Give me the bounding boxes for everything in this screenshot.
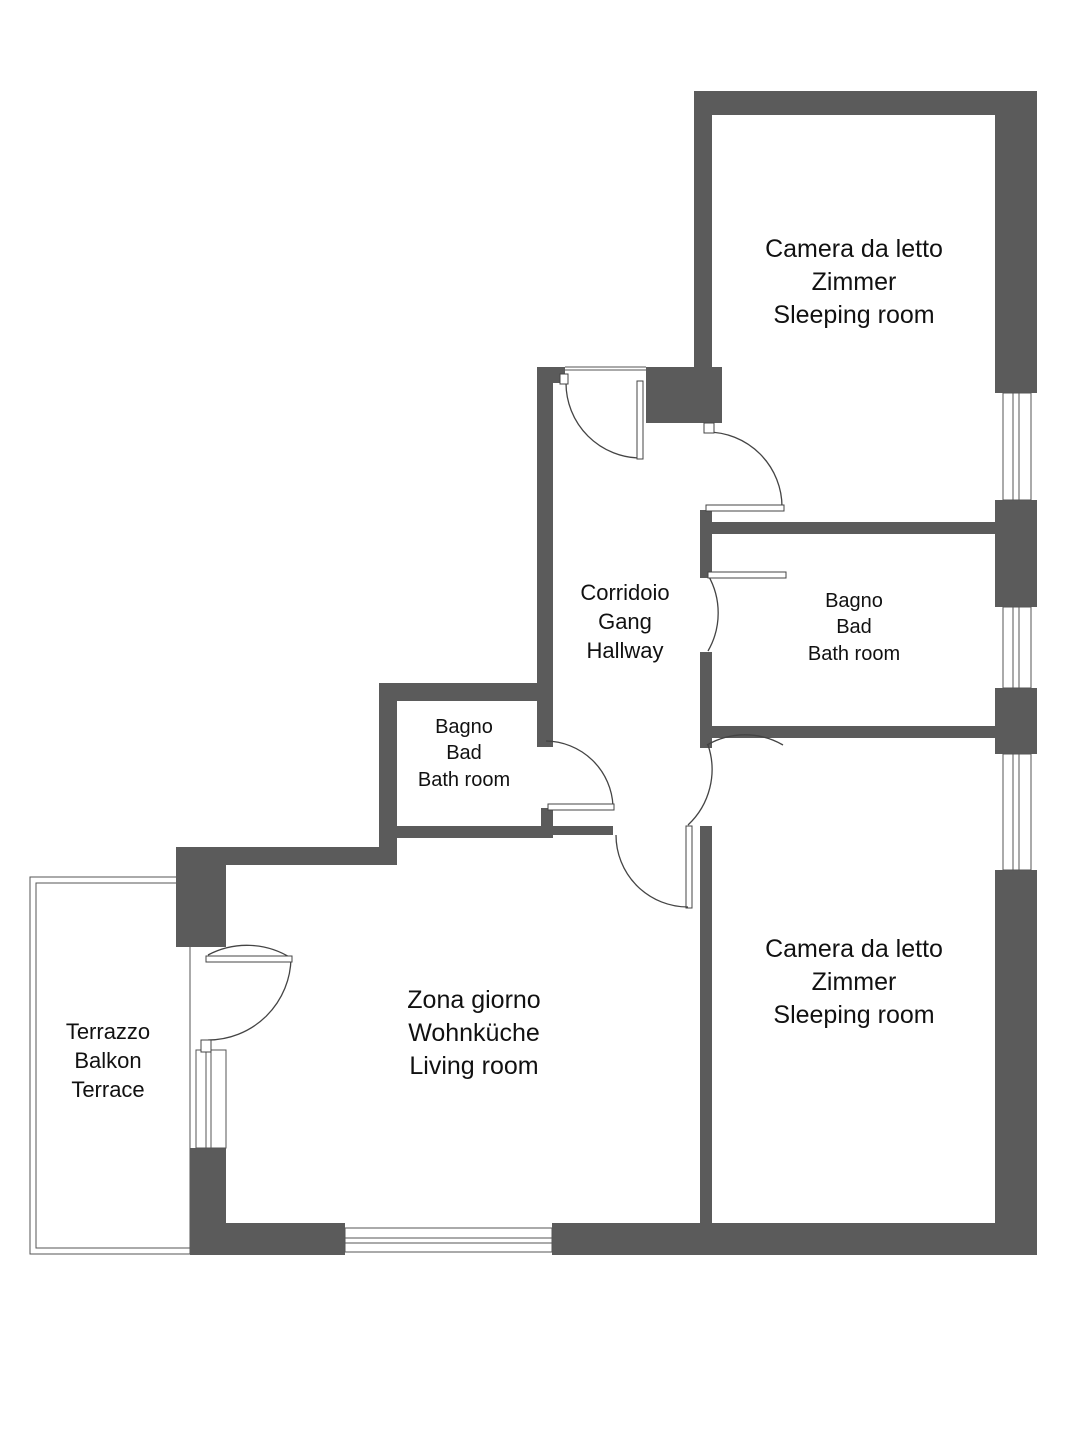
terrace-outline	[29, 876, 191, 1255]
room-name-german: Balkon	[74, 1048, 142, 1074]
room-name-english: Sleeping room	[773, 1001, 935, 1029]
room-name-italian: Zona giorno	[407, 986, 541, 1014]
room-name-italian: Camera da letto	[765, 935, 943, 963]
room-label-hallway: Corridoio Gang Hallway	[555, 578, 695, 665]
room-name-english: Hallway	[586, 638, 664, 664]
doors	[200, 373, 787, 1053]
room-name-german: Wohnküche	[408, 1019, 540, 1047]
room-name-italian: Corridoio	[580, 580, 670, 605]
room-name-italian: Terrazzo	[65, 1019, 151, 1044]
room-name-italian: Bagno	[435, 716, 493, 738]
room-name-german: Bad	[446, 742, 482, 765]
room-name-english: Bath room	[807, 642, 901, 665]
room-label-living: Zona giorno Wohnküche Living room	[374, 984, 574, 1083]
room-name-german: Gang	[598, 609, 652, 635]
room-name-german: Zimmer	[811, 268, 897, 296]
room-name-italian: Camera da letto	[765, 235, 943, 263]
room-name-german: Bad	[836, 616, 872, 639]
room-label-bath-left: Bagno Bad Bath room	[398, 714, 530, 793]
room-label-bath-right: Bagno Bad Bath room	[774, 588, 934, 667]
room-name-english: Terrace	[71, 1077, 145, 1103]
room-name-english: Living room	[409, 1052, 539, 1080]
room-name-italian: Bagno	[825, 590, 883, 612]
room-label-terrace: Terrazzo Balkon Terrace	[44, 1017, 172, 1104]
room-name-german: Zimmer	[811, 968, 897, 996]
windows	[195, 366, 1032, 1253]
room-label-bedroom-bottom: Camera da letto Zimmer Sleeping room	[744, 933, 964, 1032]
walls	[176, 91, 1037, 1255]
room-label-bedroom-top: Camera da letto Zimmer Sleeping room	[744, 233, 964, 332]
room-name-english: Sleeping room	[773, 301, 935, 329]
room-name-english: Bath room	[417, 768, 511, 791]
